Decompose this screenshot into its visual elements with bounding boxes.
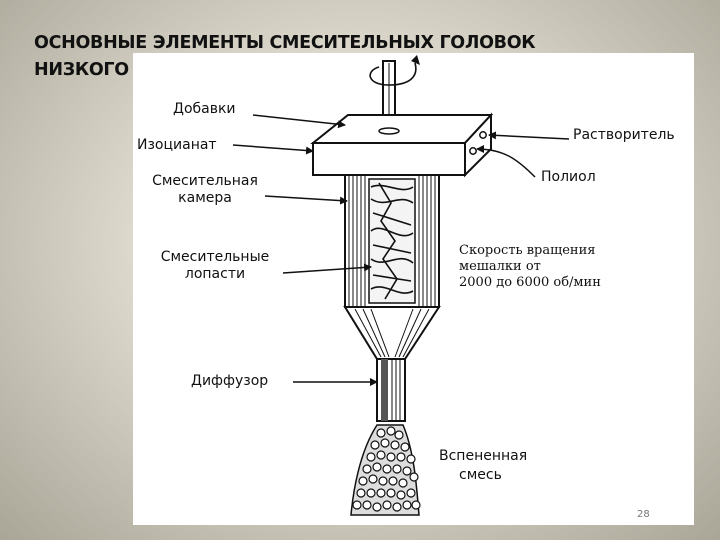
label-rotation-speed: Скорость вращения мешалки от 2000 до 600… <box>459 243 601 291</box>
label-mixing-chamber-line1: Смесительная <box>152 173 258 189</box>
label-diffuser: Диффузор <box>191 373 269 389</box>
diagram-panel: Добавки Изоцианат Смесительная камера См… <box>133 53 694 525</box>
solvent-arrow <box>488 131 570 140</box>
rotation-arrow-icon <box>369 55 420 86</box>
label-isocyanate: Изоцианат <box>137 137 217 153</box>
label-additives: Добавки <box>173 101 236 117</box>
additives-arrow <box>252 114 346 129</box>
diffuser-tube <box>376 358 406 422</box>
label-foamed-mixture: Вспененная смесь <box>439 447 527 485</box>
label-solvent: Растворитель <box>573 127 675 143</box>
foamed-mixture <box>350 424 421 516</box>
label-rotation-speed-line2: мешалки от <box>459 259 541 274</box>
label-mixing-blades: Смесительные лопасти <box>147 249 283 283</box>
chamber-cone <box>343 306 441 360</box>
page-number: 28 <box>637 509 650 520</box>
label-polyol: Полиол <box>541 169 596 185</box>
isocyanate-arrow <box>232 144 314 155</box>
label-mixing-chamber-line2: камера <box>178 190 232 206</box>
mixing-blades-arrow <box>282 263 372 274</box>
mixing-chamber-arrow <box>264 195 348 205</box>
label-rotation-speed-line3: 2000 до 6000 об/мин <box>459 275 601 290</box>
mixing-blades <box>368 178 416 304</box>
label-foamed-mixture-line1: Вспененная <box>439 448 528 464</box>
label-mixing-chamber: Смесительная камера <box>141 173 269 207</box>
label-foamed-mixture-line2: смесь <box>459 467 502 483</box>
mixing-head-diagram <box>232 55 570 516</box>
polyol-arrow <box>476 145 536 178</box>
label-mixing-blades-line2: лопасти <box>184 266 246 282</box>
label-rotation-speed-line1: Скорость вращения <box>459 243 596 258</box>
label-mixing-blades-line1: Смесительные <box>160 249 270 265</box>
